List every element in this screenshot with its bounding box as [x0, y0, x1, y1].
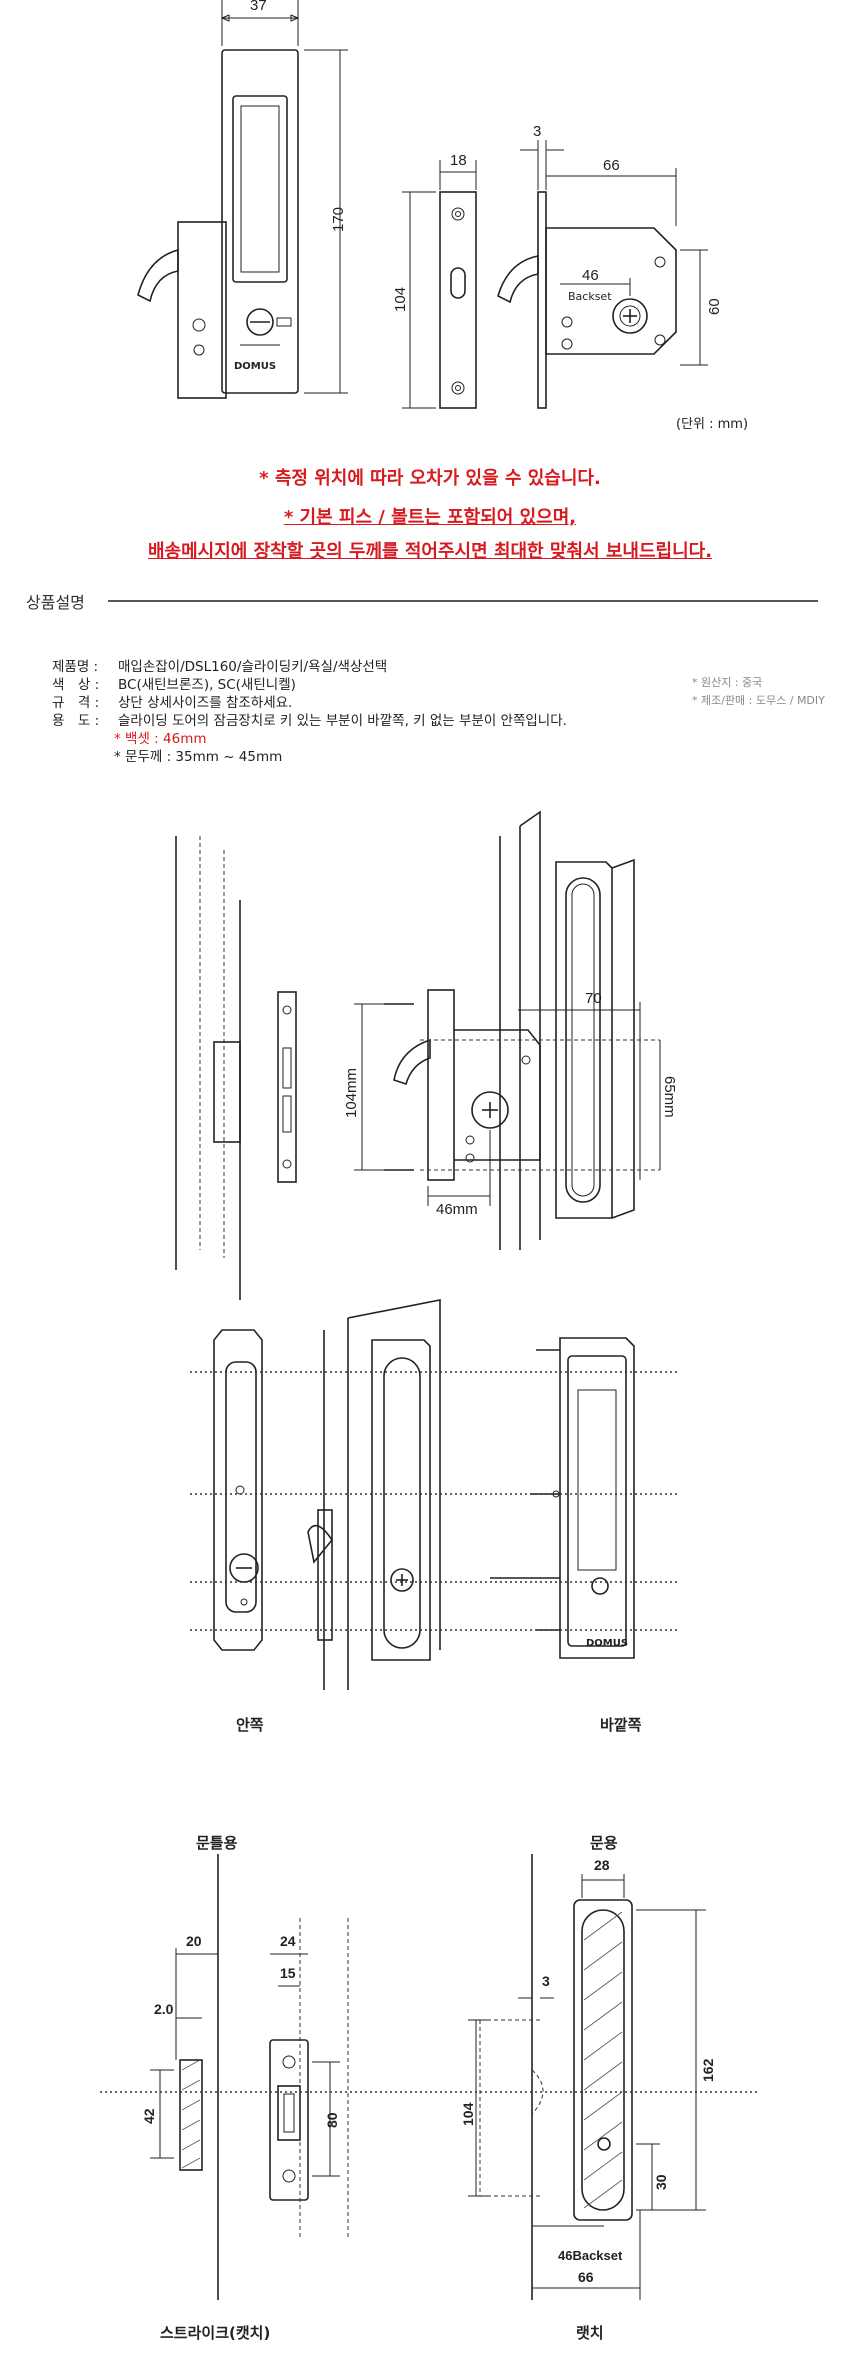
handle-front-view: DOMUS 170 — [137, 0, 348, 399]
frame-title: 문틀용 — [196, 1834, 238, 1852]
dim-104mm: 104mm — [343, 1068, 360, 1118]
spec-thickness: * 문두께 : 35mm ~ 45mm — [114, 749, 283, 765]
outside-label: 바깥쪽 — [600, 1716, 642, 1734]
dim-3-latch: 3 — [542, 1973, 550, 1989]
dim-46: 46 — [582, 267, 599, 284]
unit-label: (단위 : mm) — [676, 417, 748, 432]
spec-row-name: 제품명 :매입손잡이/DSL160/슬라이딩키/욕실/색상선택 — [52, 659, 388, 675]
dim-37: 37 — [250, 0, 267, 14]
dim-70: 70 — [585, 990, 602, 1007]
section-title: 상품설명 — [26, 593, 85, 612]
origin-info: * 원산지 : 중국 — [692, 676, 763, 689]
spec-list: 제품명 :매입손잡이/DSL160/슬라이딩키/욕실/색상선택 색 상 :BC(… — [52, 658, 692, 766]
spec-backset: * 백셋 : 46mm — [114, 731, 207, 747]
dim-104: 104 — [392, 287, 409, 312]
mortise-side-view: 3 66 46 Backset 60 — [497, 123, 723, 409]
outside-brand: DOMUS — [586, 1638, 628, 1649]
backset-label: Backset — [568, 290, 612, 303]
dim-18: 18 — [450, 152, 467, 169]
dim-46mm: 46mm — [436, 1201, 478, 1218]
dim-30: 30 — [653, 2174, 669, 2190]
strike-caption: 스트라이크(캣치) — [160, 2324, 271, 2342]
dim-2: 2.0 — [154, 2001, 174, 2017]
spec-row-size: 규 격 :상단 상세사이즈를 참조하세요. — [52, 695, 293, 711]
inside-label: 안쪽 — [236, 1716, 264, 1734]
notice-measurement: * 측정 위치에 따라 오차가 있을 수 있습니다. — [259, 468, 601, 489]
section-divider — [108, 600, 818, 602]
dim-162: 162 — [700, 2058, 716, 2082]
spec-row-use: 용 도 :슬라이딩 도어의 잠금장치로 키 있는 부분이 바깥쪽, 키 없는 부… — [52, 713, 567, 729]
backset-46: 46Backset — [558, 2248, 623, 2263]
dim-66-latch: 66 — [578, 2269, 594, 2285]
dim-24: 24 — [280, 1933, 296, 1949]
brand-label: DOMUS — [234, 361, 276, 372]
dim-60: 60 — [706, 298, 723, 315]
dim-66: 66 — [603, 157, 620, 174]
notice-shipping: 배송메시지에 장착할 곳의 두께를 적어주시면 최대한 맞춰서 보내드립니다. — [147, 541, 713, 562]
maker-info: * 제조/판매 : 도무스 / MDIY — [692, 694, 825, 707]
dim-28: 28 — [594, 1857, 610, 1873]
dim-104-latch: 104 — [460, 2102, 476, 2126]
door-title: 문용 — [590, 1834, 618, 1852]
latch-caption: 랫치 — [576, 2324, 604, 2342]
dim-170: 170 — [330, 207, 347, 232]
dim-65mm: 65mm — [661, 1076, 678, 1118]
notice-bolts: * 기본 피스 / 볼트는 포함되어 있으며, — [283, 507, 577, 528]
dim-20: 20 — [186, 1933, 202, 1949]
dim-80: 80 — [324, 2112, 340, 2128]
dim-3: 3 — [533, 123, 541, 140]
dim-42: 42 — [141, 2108, 157, 2124]
top-dimension-drawing: DOMUS 170 37 104 18 3 66 — [137, 0, 748, 432]
dim-15: 15 — [280, 1965, 296, 1981]
faceplate-view: 104 18 — [392, 152, 477, 409]
spec-row-color: 색 상 :BC(새틴브론즈), SC(새틴니켈) — [52, 677, 296, 693]
